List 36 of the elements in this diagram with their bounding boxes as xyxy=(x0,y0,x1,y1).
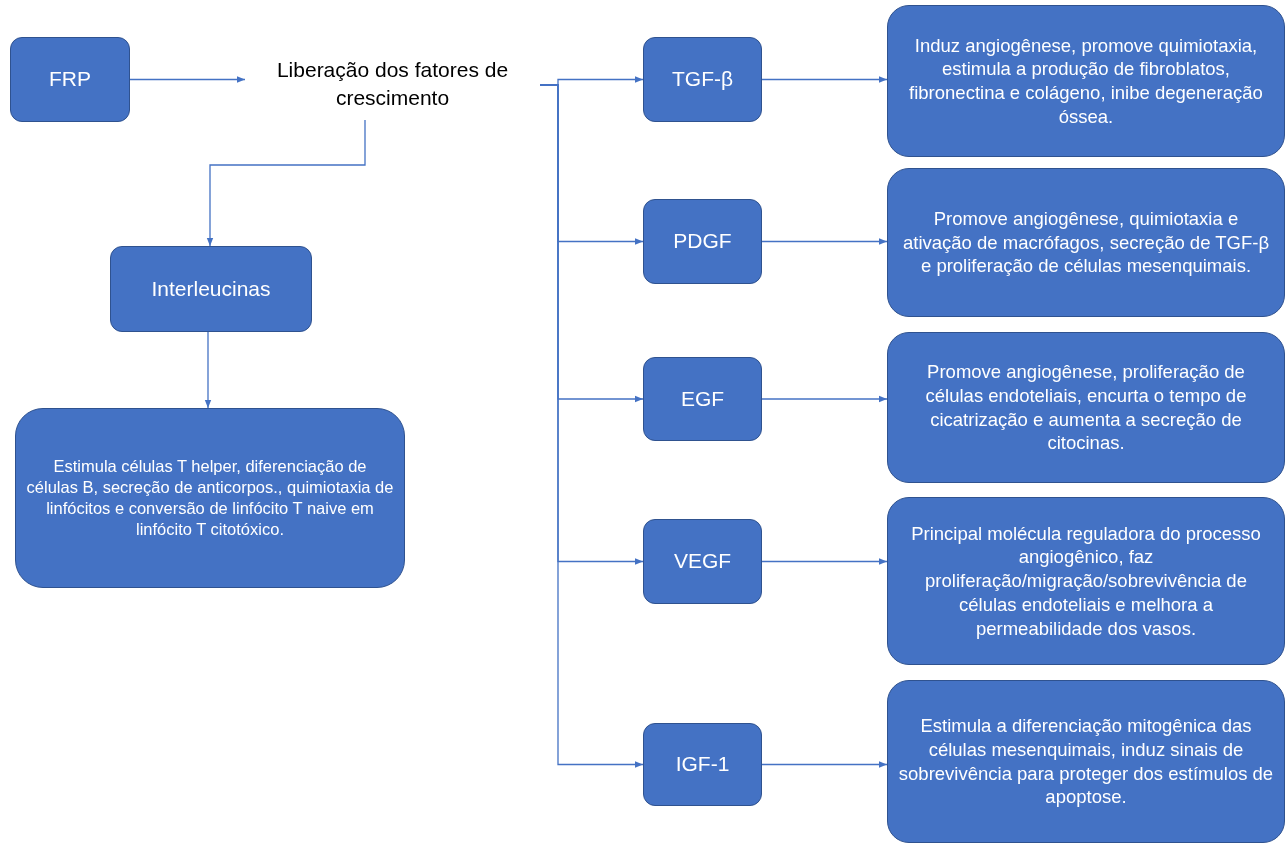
arrow xyxy=(129,76,246,83)
process-box xyxy=(887,680,1285,843)
process-box xyxy=(887,5,1285,157)
box-text: Estimula a diferenciação mitogênica das células mesenquimais, induz sinais de sobrevivência para proteger dos estímulos de apoptose. xyxy=(898,714,1274,809)
box-text: TGF-β xyxy=(671,66,734,93)
box-text: Principal molécula reguladora do processo angiogênico, faz proliferação/migração/sobrevivência de células endoteliais e melhora a permeabilidade dos vasos. xyxy=(910,521,1262,641)
arrow xyxy=(204,331,212,409)
arrow xyxy=(761,558,888,565)
process-box xyxy=(643,519,762,604)
process-box xyxy=(887,497,1285,665)
box-text: FRP xyxy=(49,66,91,93)
arrow xyxy=(761,238,888,245)
process-box xyxy=(887,332,1285,483)
process-box xyxy=(887,168,1285,317)
arrow xyxy=(539,84,644,768)
process-box xyxy=(15,408,405,588)
process-box xyxy=(643,37,762,122)
box-text: EGF xyxy=(680,385,725,412)
arrow xyxy=(206,119,366,247)
box-text: VEGF xyxy=(673,548,732,575)
process-box xyxy=(643,357,762,441)
box-text: Promove angiogênese, proliferação de células endoteliais, encurta o tempo de cicatrização e aumenta a secreção de citocinas. xyxy=(924,360,1248,455)
box-text: Induz angiogênese, promove quimiotaxia, estimula a produção de fibroblatos, fibronectina e colágeno, inibe degeneração óssea. xyxy=(908,33,1264,129)
process-box xyxy=(643,723,762,806)
box-text: IGF-1 xyxy=(675,751,730,778)
arrow xyxy=(761,395,888,403)
box-text: PDGF xyxy=(673,228,732,255)
box-text: Estimula células T helper, diferenciação de células B, secreção de anticorpos., quimiotaxia de linfócitos e conversão de linfócito T naive em linfócito T citotóxico. xyxy=(26,455,394,541)
arrow xyxy=(761,76,888,83)
process-box xyxy=(110,246,312,332)
box-text: Promove angiogênese, quimiotaxia e ativação de macrófagos, secreção de TGF-β e proliferação de células mesenquimais. xyxy=(901,207,1271,278)
box-text: Interleucinas xyxy=(151,275,271,302)
flow-label: Liberação dos fatores de crescimento xyxy=(245,48,540,120)
process-box xyxy=(10,37,130,122)
process-box xyxy=(643,199,762,284)
arrow xyxy=(761,761,888,768)
